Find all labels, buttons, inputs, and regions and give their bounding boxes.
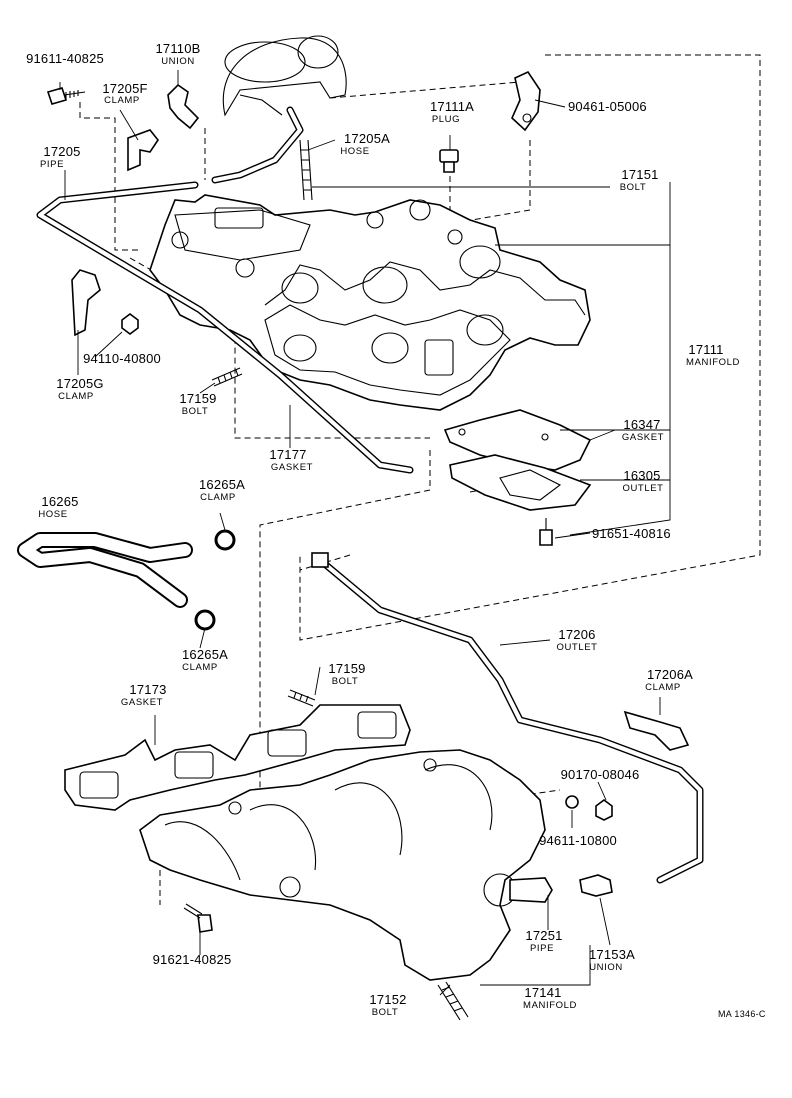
- hose-17205a: [211, 106, 304, 184]
- bolt-91621: [183, 903, 213, 933]
- part-number-17205: 17205: [43, 144, 81, 159]
- clamp-16265a-lower: [194, 609, 216, 631]
- stud-17159-lower: [287, 689, 316, 707]
- intake-manifold: [149, 194, 591, 411]
- part-number-17141: 17141: [524, 985, 562, 1000]
- gasket-16347: [443, 409, 592, 471]
- part-name-gasket: GASKET: [120, 697, 164, 708]
- nut-94110: [121, 313, 139, 335]
- part-name-clamp: CLAMP: [58, 391, 94, 402]
- part-number-17151: 17151: [621, 167, 659, 182]
- part-name-hose: HOSE: [38, 509, 68, 520]
- outlet-16305: [449, 454, 592, 511]
- part-number-90170-08046: 90170-08046: [560, 767, 640, 782]
- part-name-clamp: CLAMP: [104, 95, 140, 106]
- leader-lines: [59, 70, 671, 996]
- nut-90170: [595, 799, 613, 821]
- part-number-16347: 16347: [623, 417, 661, 432]
- part-name-pipe: PIPE: [529, 943, 555, 954]
- bolt-91651: [539, 518, 553, 546]
- bracket-90461: [511, 70, 541, 132]
- union-17153a: [579, 874, 613, 897]
- part-name-outlet: OUTLET: [556, 642, 598, 653]
- part-number-17173: 17173: [129, 682, 167, 697]
- stud-17159-upper: [211, 367, 243, 387]
- part-name-gasket: GASKET: [621, 432, 665, 443]
- pipe-17205: [36, 181, 414, 474]
- part-number-17110b: 17110B: [155, 41, 201, 56]
- part-name-outlet: OUTLET: [622, 483, 664, 494]
- clamp-17205f: [127, 129, 159, 172]
- diagram-ref-code: MA 1346-C: [718, 1009, 766, 1019]
- part-number-17152: 17152: [369, 992, 407, 1007]
- clamp-17205g: [71, 269, 101, 337]
- plug-17111a: [439, 149, 459, 173]
- union-17110b: [167, 83, 200, 130]
- part-number-17205a: 17205A: [343, 131, 391, 146]
- part-number-16265a: 16265A: [198, 477, 246, 492]
- part-number-17205f: 17205F: [102, 81, 148, 96]
- part-number-17206a: 17206A: [646, 667, 694, 682]
- part-name-pipe: PIPE: [39, 159, 65, 170]
- part-number-17205g: 17205G: [56, 376, 104, 391]
- part-number-94611-10800: 94611-10800: [539, 833, 617, 848]
- part-number-91611-40825: 91611-40825: [26, 51, 104, 66]
- part-number-17177: 17177: [269, 447, 307, 462]
- part-number-17111a: 17111A: [429, 99, 475, 114]
- part-number-90461-05006: 90461-05006: [568, 99, 647, 114]
- part-name-clamp: CLAMP: [182, 662, 218, 673]
- part-number-94110-40800: 94110-40800: [83, 351, 161, 366]
- part-name-union: UNION: [161, 56, 195, 67]
- clamp-17206a: [623, 710, 690, 751]
- washer-94611: [565, 795, 579, 809]
- part-number-17251: 17251: [525, 928, 563, 943]
- part-name-hose: HOSE: [340, 146, 370, 157]
- part-name-clamp: CLAMP: [200, 492, 236, 503]
- part-number-17159: 17159: [328, 661, 366, 676]
- part-name-clamp: CLAMP: [645, 682, 681, 693]
- outlet-pipe-17206: [311, 552, 704, 884]
- part-name-manifold: MANIFOLD: [686, 357, 740, 368]
- pipe-17251: [509, 877, 553, 903]
- part-name-plug: PLUG: [431, 114, 461, 125]
- part-name-bolt: BOLT: [619, 182, 647, 193]
- part-name-gasket: GASKET: [270, 462, 314, 473]
- part-number-17206: 17206: [558, 627, 596, 642]
- part-number-17159: 17159: [179, 391, 217, 406]
- part-name-bolt: BOLT: [181, 406, 209, 417]
- exhaust-manifold-17141: [139, 749, 546, 981]
- part-number-91651-40816: 91651-40816: [592, 526, 671, 541]
- part-number-16265: 16265: [41, 494, 79, 509]
- part-name-bolt: BOLT: [331, 676, 359, 687]
- clamp-16265a-upper: [214, 529, 236, 551]
- part-number-16265a: 16265A: [181, 647, 229, 662]
- bolt-91611: [46, 87, 86, 105]
- gasket-17173: [64, 704, 411, 811]
- part-number-17111: 17111: [688, 342, 724, 357]
- part-name-manifold: MANIFOLD: [523, 1000, 577, 1011]
- part-number-17153a: 17153A: [588, 947, 636, 962]
- part-number-16305: 16305: [623, 468, 661, 483]
- carburetor-outline: [222, 35, 347, 117]
- hose-16265: [17, 532, 193, 608]
- part-name-bolt: BOLT: [371, 1007, 399, 1018]
- stud-17152: [437, 981, 469, 1021]
- part-name-union: UNION: [589, 962, 623, 973]
- part-number-91621-40825: 91621-40825: [152, 952, 232, 967]
